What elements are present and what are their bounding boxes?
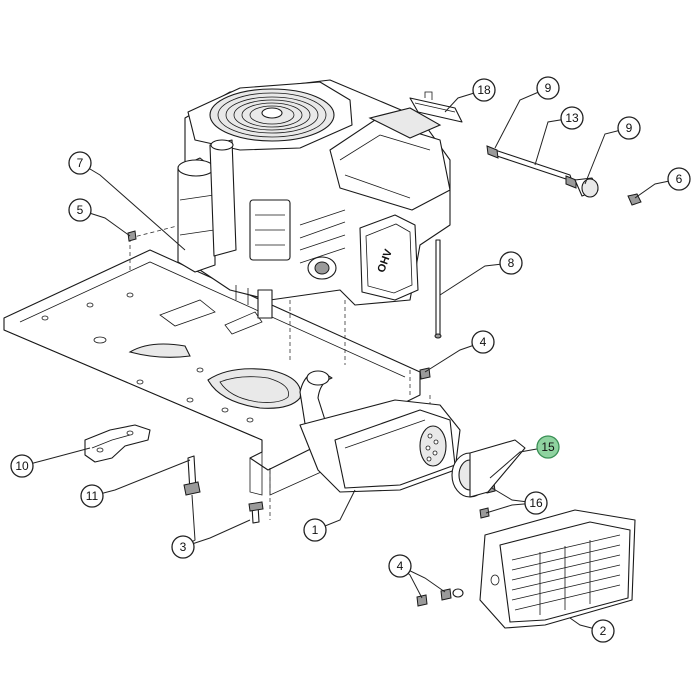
bolt-3 — [248, 501, 264, 524]
callout-16: 16 — [524, 491, 548, 515]
callout-4-lower: 4 — [388, 554, 412, 578]
callout-15-label: 15 — [541, 440, 555, 454]
part-11-stud — [183, 455, 201, 496]
callout-7: 7 — [68, 151, 92, 175]
bolts-4-lower — [416, 588, 464, 607]
callout-13-label: 13 — [565, 111, 579, 125]
callout-3: 3 — [171, 535, 195, 559]
part-2-heat-shield — [479, 509, 636, 629]
callout-9-label: 9 — [626, 121, 633, 135]
callout-18-label: 18 — [477, 83, 491, 97]
callout-6: 6 — [667, 167, 691, 191]
part-18-bracket — [409, 91, 463, 123]
callout-11-label: 11 — [86, 489, 99, 503]
part-10-bracket — [84, 424, 151, 463]
callout-3-label: 3 — [180, 540, 187, 554]
callout-15: 15 — [536, 435, 560, 459]
part-9-cap — [574, 177, 599, 198]
callout-4-upper: 4 — [471, 330, 495, 354]
part-15-deflector — [451, 439, 526, 498]
callout-2-label: 2 — [600, 624, 607, 638]
bolt-5 — [127, 230, 137, 242]
callout-1: 1 — [303, 518, 327, 542]
callout-9-upper: 9 — [536, 76, 560, 100]
callout-2: 2 — [591, 619, 615, 643]
callout-8-label: 8 — [508, 256, 515, 270]
callout-5: 5 — [68, 198, 92, 222]
part-13-rod — [486, 145, 577, 189]
callout-10-label: 10 — [15, 459, 29, 473]
callout-16-label: 16 — [529, 496, 543, 510]
callout-9-label: 9 — [545, 81, 552, 95]
callout-9-lower: 9 — [617, 116, 641, 140]
callout-18: 18 — [472, 78, 496, 102]
callout-7-label: 7 — [77, 156, 84, 170]
callout-1-label: 1 — [312, 523, 319, 537]
callout-13: 13 — [560, 106, 584, 130]
callout-10: 10 — [10, 454, 34, 478]
part-8-rod — [434, 239, 442, 339]
part-6-nut — [627, 193, 642, 206]
callout-4-label: 4 — [480, 335, 487, 349]
callout-6-label: 6 — [676, 172, 683, 186]
callout-5-label: 5 — [77, 203, 84, 217]
callout-11: 11 — [80, 484, 104, 508]
callout-4-label: 4 — [397, 559, 404, 573]
engine-assembly: OHV — [177, 79, 451, 319]
callout-8: 8 — [499, 251, 523, 275]
